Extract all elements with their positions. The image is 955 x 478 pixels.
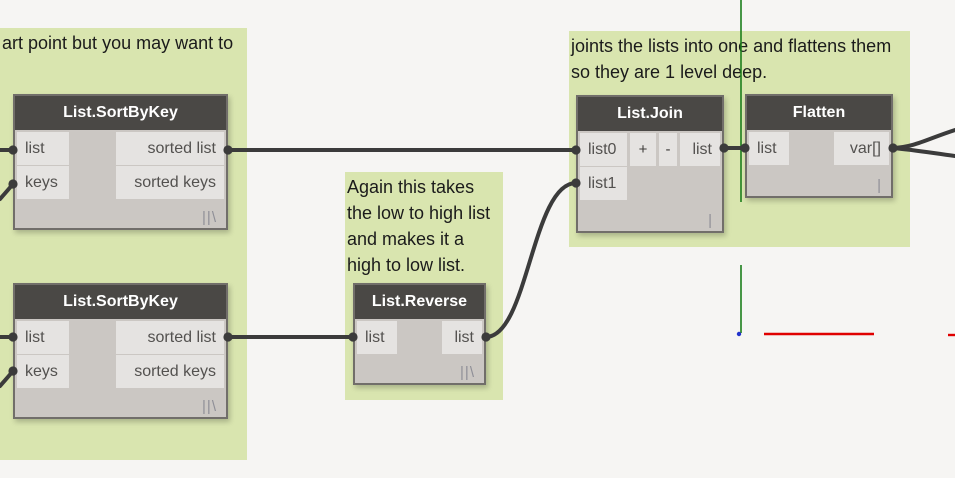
node-title-bar[interactable]: List.Join [578,97,722,131]
node-flatten[interactable]: Flatten list var[] | [745,94,893,198]
note-line: art point but you may want to [2,33,234,53]
node-title-bar[interactable]: Flatten [747,96,891,130]
input-port-list[interactable]: list [357,321,397,354]
output-port-sorted-keys[interactable]: sorted keys [116,166,224,199]
input-port-list[interactable]: list [749,132,789,165]
input-port-list0[interactable]: list0 [580,133,627,166]
lacing-indicator-icon[interactable]: ||\ [202,209,217,226]
origin-point-dot [736,331,742,337]
node-list-join[interactable]: List.Join list0 list1 + - list | [576,95,724,233]
input-port-keys[interactable]: keys [17,355,69,388]
note-line: the low to high list [347,203,491,223]
add-input-button[interactable]: + [630,133,656,166]
input-port-list[interactable]: list [17,132,69,165]
output-port-var[interactable]: var[] [834,132,889,165]
note-line: and makes it a [347,229,465,249]
note-line: joints the lists into one and flattens t… [571,36,892,56]
node-list-reverse[interactable]: List.Reverse list list ||\ [353,283,486,385]
output-port-list[interactable]: list [680,133,720,166]
output-port-sorted-keys[interactable]: sorted keys [116,355,224,388]
note-line: so they are 1 level deep. [571,62,768,82]
lacing-indicator-icon[interactable]: ||\ [202,398,217,415]
node-title-bar[interactable]: List.Reverse [355,285,484,319]
lacing-indicator-icon[interactable]: | [877,177,882,194]
input-port-list1[interactable]: list1 [580,167,627,200]
input-port-keys[interactable]: keys [17,166,69,199]
node-title-bar[interactable]: List.SortByKey [15,285,226,319]
note-line: Again this takes [347,177,475,197]
node-list-sortbykey-bottom[interactable]: List.SortByKey list keys sorted list sor… [13,283,228,419]
node-list-sortbykey-top[interactable]: List.SortByKey list keys sorted list sor… [13,94,228,230]
group-note-text: Again this takes the low to high list an… [347,174,501,278]
lacing-indicator-icon[interactable]: ||\ [460,364,475,381]
lacing-indicator-icon[interactable]: | [708,212,713,229]
input-port-list[interactable]: list [17,321,69,354]
output-port-sorted-list[interactable]: sorted list [116,321,224,354]
group-note-text: joints the lists into one and flattens t… [571,33,908,85]
note-line: high to low list. [347,255,466,275]
output-port-sorted-list[interactable]: sorted list [116,132,224,165]
remove-input-button[interactable]: - [659,133,677,166]
group-note-text: art point but you may want to [2,30,245,56]
output-port-list[interactable]: list [442,321,482,354]
node-title-bar[interactable]: List.SortByKey [15,96,226,130]
